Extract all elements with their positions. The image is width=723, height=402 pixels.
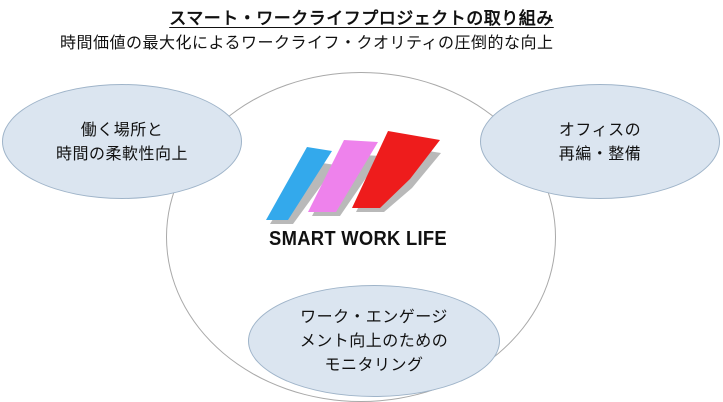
diagram-title: スマート・ワークライフプロジェクトの取り組み xyxy=(169,9,554,29)
bubble-right-line2: 再編・整備 xyxy=(558,143,642,163)
logo-red-shape xyxy=(352,131,440,208)
bubble-left-line2: 時間の柔軟性向上 xyxy=(55,143,188,163)
bubble-right-line1: オフィスの xyxy=(558,119,642,139)
bubble-engagement-monitoring: ワーク・エンゲージ メント向上のための モニタリング xyxy=(248,285,500,397)
smart-work-life-logo-icon xyxy=(266,131,441,224)
logo-wordmark: SMART WORK LIFE xyxy=(269,228,447,250)
bubble-bottom-line1: ワーク・エンゲージ xyxy=(300,307,448,326)
logo-pink-shape xyxy=(308,140,378,212)
bubble-bottom-line2: メント向上のための xyxy=(299,331,449,350)
bubble-office-reorganization: オフィスの 再編・整備 xyxy=(480,84,720,199)
bubble-left-line1: 働く場所と xyxy=(80,119,164,139)
bubble-bottom-line3: モニタリング xyxy=(324,355,424,374)
logo-blue-shape xyxy=(266,147,332,220)
bubble-flexible-work: 働く場所と 時間の柔軟性向上 xyxy=(2,84,242,199)
diagram-subtitle: 時間価値の最大化によるワークライフ・クオリティの圧倒的な向上 xyxy=(60,33,554,52)
